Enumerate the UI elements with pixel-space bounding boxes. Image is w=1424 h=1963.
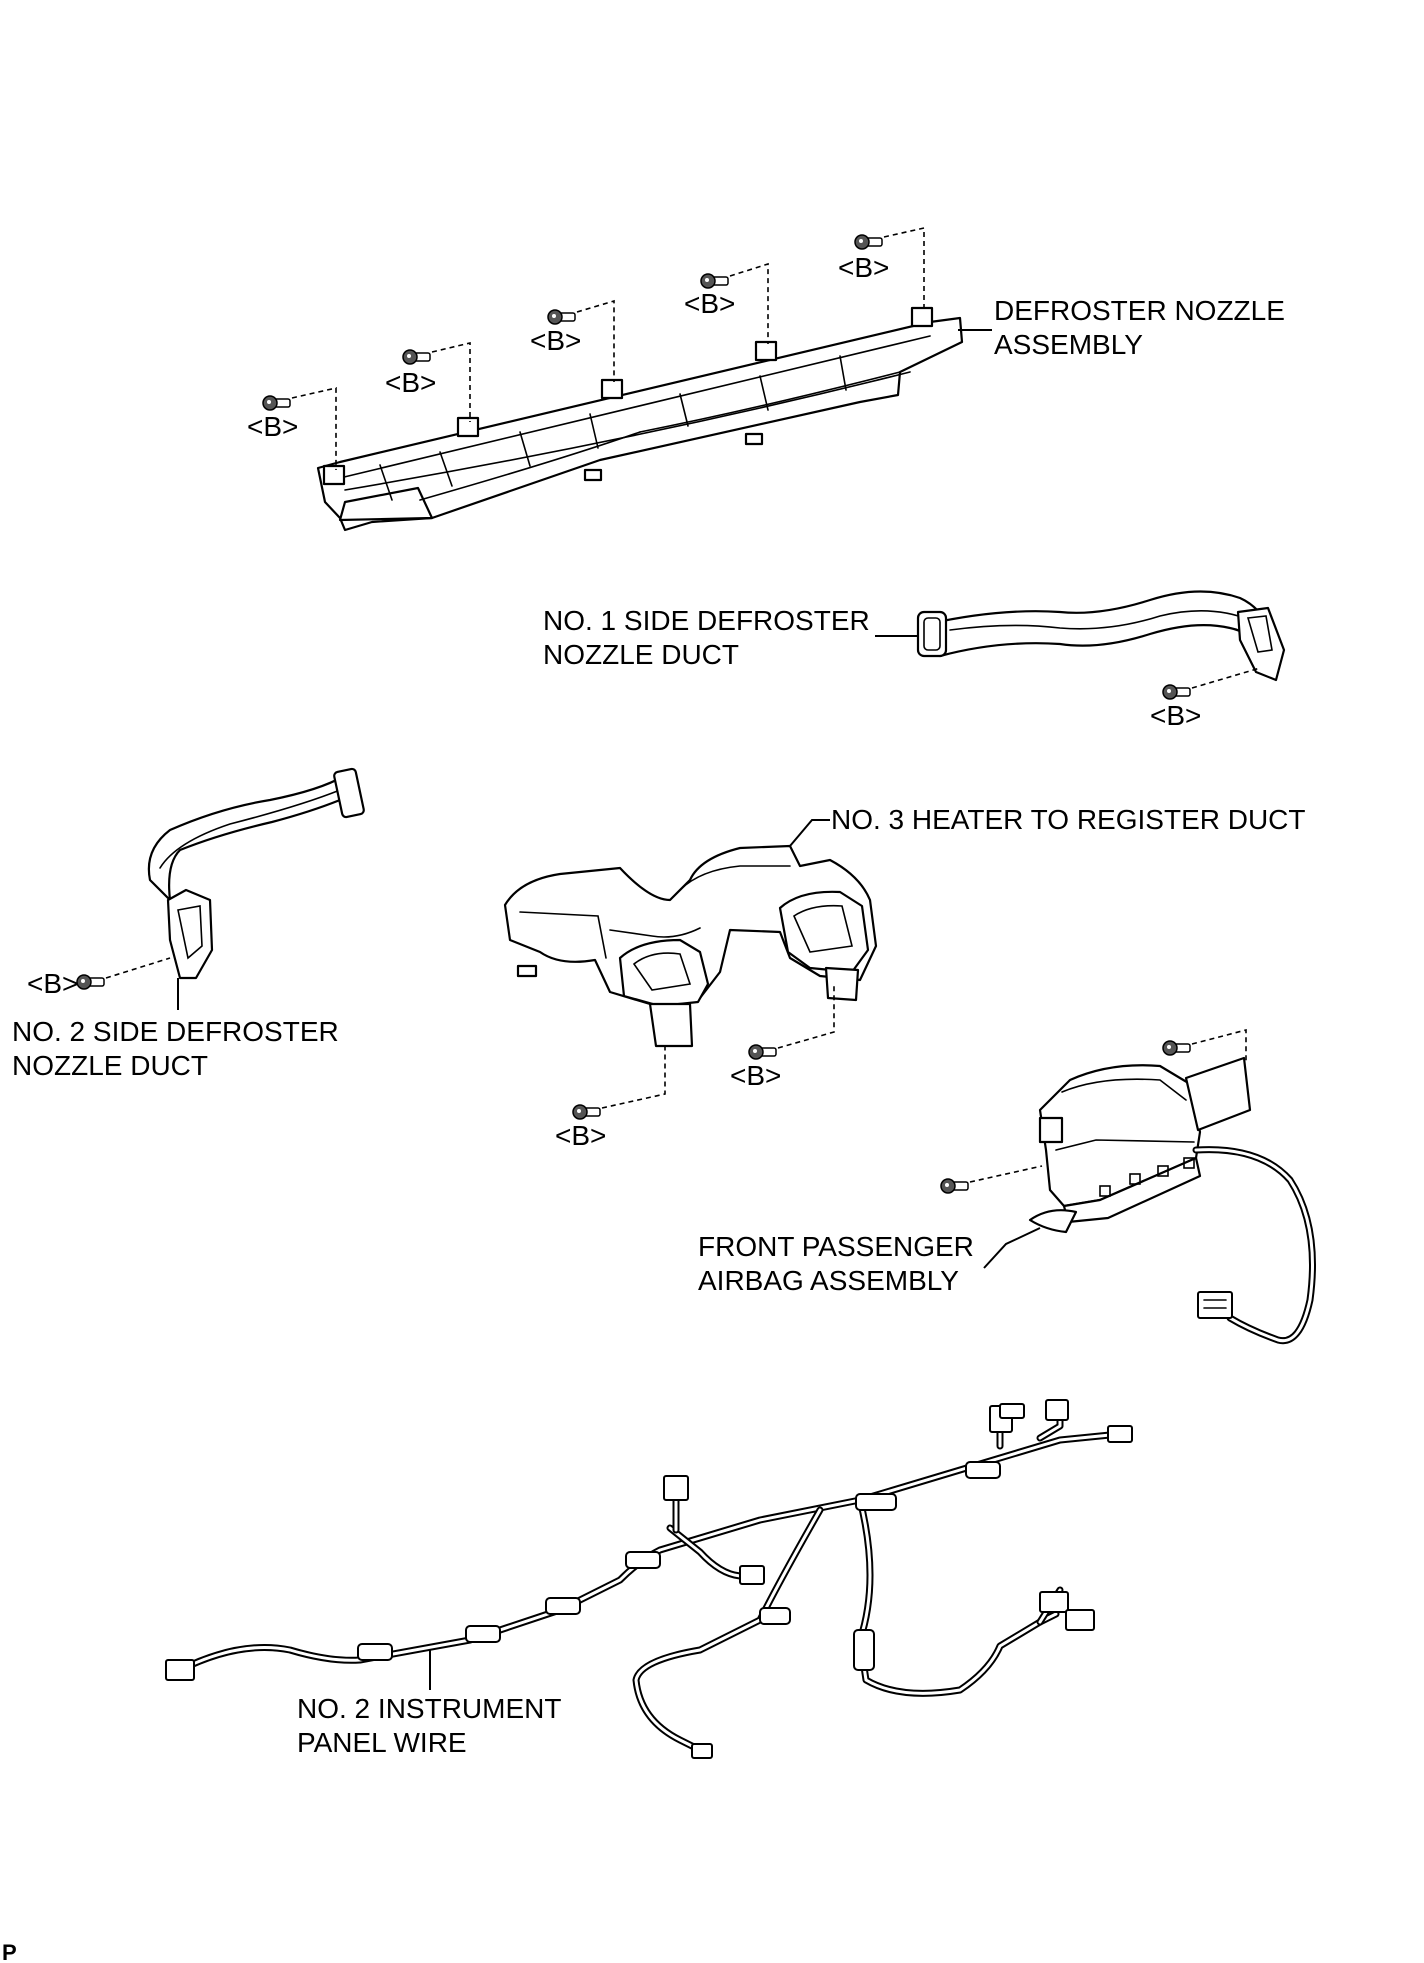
bolt-label: <B> (684, 288, 735, 319)
bolt-icon (572, 1104, 601, 1120)
bolt-icon (1162, 1040, 1191, 1056)
no2-side-duct-label-line2: NOZZLE DUCT (12, 1050, 208, 1081)
bolt-icon (700, 273, 729, 289)
heater-duct-label: NO. 3 HEATER TO REGISTER DUCT (831, 804, 1306, 835)
bolt-label: <B> (385, 367, 436, 398)
defroster-nozzle-label-line1: DEFROSTER NOZZLE (994, 295, 1285, 326)
defroster-nozzle-assembly (316, 306, 964, 532)
no3-heater-register-duct (503, 844, 878, 1048)
defroster-nozzle-label-line2: ASSEMBLY (994, 329, 1143, 360)
bolt-label: <B> (530, 325, 581, 356)
bolt-icon (547, 309, 576, 325)
bolt-icon (940, 1178, 969, 1194)
bolt-icon (402, 349, 431, 365)
defroster-bolt-labels: <B> <B> <B> <B> <B> (247, 252, 889, 442)
bolt-label: <B> (555, 1120, 606, 1151)
defroster-bolts (262, 227, 925, 470)
bolt-icon (262, 395, 291, 411)
airbag-label-line1: FRONT PASSENGER (698, 1231, 974, 1262)
panel-wire-label-line1: NO. 2 INSTRUMENT (297, 1693, 561, 1724)
front-passenger-airbag-assembly (1028, 1056, 1316, 1345)
bolt-label: <B> (247, 411, 298, 442)
bolt-label: <B> (1150, 700, 1201, 731)
no2-side-defroster-duct (76, 767, 365, 990)
bolt-icon (748, 1044, 777, 1060)
no2-side-duct-label-line1: NO. 2 SIDE DEFROSTER (12, 1016, 339, 1047)
corner-code: P (2, 1940, 17, 1963)
no1-side-duct-label-line1: NO. 1 SIDE DEFROSTER (543, 605, 870, 636)
bolt-label: <B> (730, 1060, 781, 1091)
bolt-icon (76, 974, 105, 990)
bolt-icon (1162, 684, 1191, 700)
bolt-label: <B> (838, 252, 889, 283)
bolt-label: <B> (27, 968, 78, 999)
no1-side-duct-label-line2: NOZZLE DUCT (543, 639, 739, 670)
bolt-icon (854, 234, 883, 250)
no2-instrument-panel-wire (165, 1399, 1133, 1759)
panel-wire-label-line2: PANEL WIRE (297, 1727, 467, 1758)
no1-side-defroster-duct (916, 590, 1286, 700)
airbag-label-line2: AIRBAG ASSEMBLY (698, 1265, 959, 1296)
